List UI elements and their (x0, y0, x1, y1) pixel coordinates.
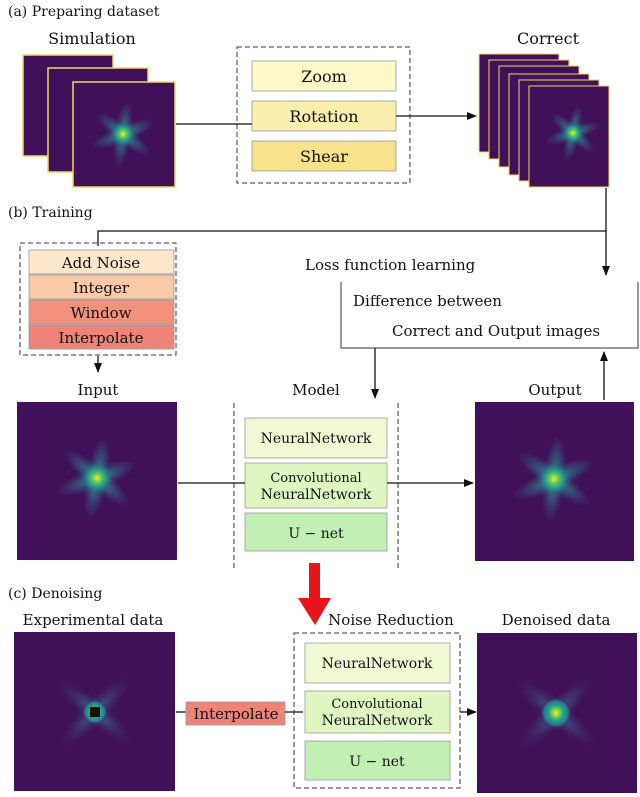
experimental-image (14, 632, 175, 791)
correct-stack (478, 53, 610, 188)
integer-step (28, 274, 175, 300)
loss-line-2: Correct and Output images (392, 322, 600, 340)
rotation-label: Rotation (289, 107, 358, 126)
output-label: Output (528, 381, 581, 399)
augmentation-box (236, 46, 411, 184)
window-step (28, 299, 175, 325)
noise-reduction-box (293, 632, 461, 789)
dn-neural-network-label: NeuralNetwork (322, 656, 433, 672)
neural-network-block (244, 417, 388, 459)
shear-step (251, 140, 397, 172)
cnn-label-1: Convolutional (270, 471, 361, 486)
correct-label: Correct (517, 29, 580, 48)
section-a-title: (a) Preparing dataset (8, 4, 160, 20)
interpolate-label: Interpolate (194, 705, 279, 723)
dn-neural-network-block (304, 642, 451, 684)
input-image (17, 402, 177, 560)
experimental-label: Experimental data (23, 611, 164, 629)
unet-block (244, 512, 388, 552)
output-image (475, 402, 634, 561)
section-b-title: (b) Training (8, 205, 93, 221)
input-label: Input (78, 381, 119, 399)
denoised-image (477, 633, 637, 793)
dn-unet-label: U − net (349, 754, 405, 770)
augmentation-steps: Zoom Rotation Shear (251, 60, 397, 172)
correct-to-noise-line (97, 188, 607, 246)
rotation-step (251, 100, 397, 132)
add-noise-step (28, 249, 175, 275)
noise-steps: Add Noise Integer Window Interpolate (28, 249, 175, 350)
noise-box (19, 242, 177, 356)
simulation-label: Simulation (48, 29, 136, 48)
interpolate-step-label: Interpolate (59, 329, 144, 347)
loss-bracket (340, 282, 639, 349)
interpolate-box (185, 701, 286, 726)
model-label: Model (292, 381, 340, 399)
unet-label: U − net (288, 526, 344, 542)
window-label: Window (70, 304, 131, 322)
zoom-step (251, 60, 397, 92)
red-down-arrow (298, 563, 331, 625)
shear-label: Shear (300, 147, 348, 166)
integer-label: Integer (73, 279, 130, 297)
dn-unet-block (304, 740, 451, 781)
denoising-models: NeuralNetwork Convolutional NeuralNetwor… (304, 642, 451, 781)
neural-network-label: NeuralNetwork (261, 431, 372, 447)
cnn-label-2: NeuralNetwork (261, 487, 372, 503)
training-models: NeuralNetwork Convolutional NeuralNetwor… (244, 417, 388, 552)
dn-cnn-label-2: NeuralNetwork (322, 713, 433, 729)
simulation-stack (22, 54, 176, 188)
cnn-block (244, 462, 388, 509)
dn-cnn-block (304, 690, 451, 734)
dn-cnn-label-1: Convolutional (331, 697, 422, 712)
denoised-label: Denoised data (502, 611, 611, 629)
interpolate-step (28, 324, 175, 350)
loss-line-1: Difference between (353, 292, 502, 310)
add-noise-label: Add Noise (61, 254, 140, 272)
noise-reduction-label: Noise Reduction (328, 611, 454, 629)
zoom-label: Zoom (301, 67, 347, 86)
loss-title: Loss function learning (305, 256, 476, 274)
section-c-title: (c) Denoising (8, 586, 102, 602)
